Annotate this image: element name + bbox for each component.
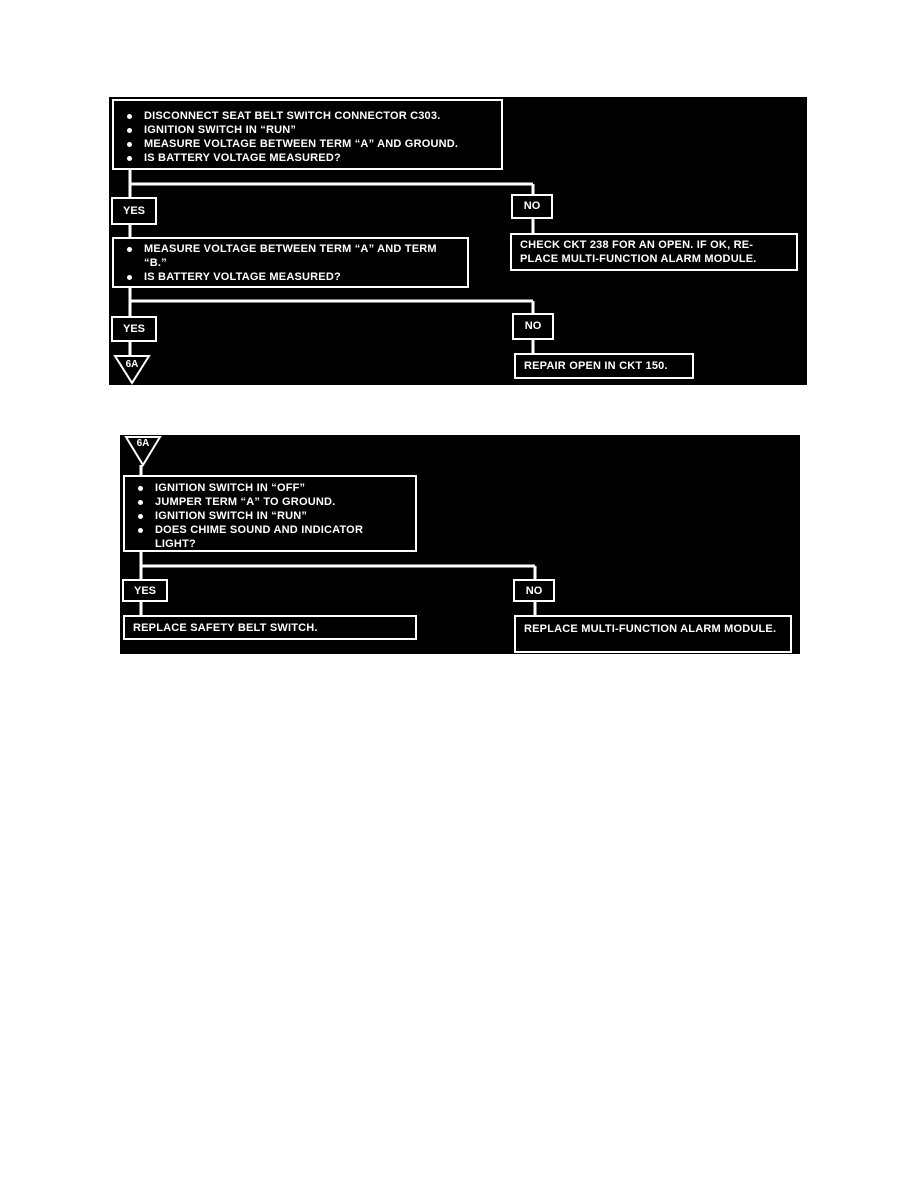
step-item: DOES CHIME SOUND AND INDICATOR LIGHT? (133, 523, 407, 551)
connector-label: 6A (125, 359, 139, 370)
no-label: NO (511, 194, 553, 219)
off-page-connector-6a (124, 436, 162, 467)
step-box-3: IGNITION SWITCH IN “OFF” JUMPER TERM “A”… (123, 475, 417, 552)
step-item: IGNITION SWITCH IN “RUN” (133, 509, 407, 523)
flowchart-panel-1: DISCONNECT SEAT BELT SWITCH CONNECTOR C3… (109, 97, 807, 385)
step-item: IGNITION SWITCH IN “RUN” (122, 123, 493, 137)
result-text: REPAIR OPEN IN CKT 150. (524, 360, 668, 372)
result-box-repair-open: REPAIR OPEN IN CKT 150. (514, 353, 694, 379)
step-item: DISCONNECT SEAT BELT SWITCH CONNECTOR C3… (122, 109, 493, 123)
yes-label: YES (111, 197, 157, 225)
step-box-2: MEASURE VOLTAGE BETWEEN TERM “A” AND TER… (112, 237, 469, 288)
step-item: IS BATTERY VOLTAGE MEASURED? (122, 270, 459, 284)
result-box-replace-alarm-module: REPLACE MULTI-FUNCTION ALARM MODULE. (514, 615, 792, 653)
off-page-connector-6a (113, 355, 151, 385)
step-item: MEASURE VOLTAGE BETWEEN TERM “A” AND TER… (122, 242, 459, 270)
yes-label: YES (122, 579, 168, 602)
step-item: MEASURE VOLTAGE BETWEEN TERM “A” AND GRO… (122, 137, 493, 151)
step-item: IGNITION SWITCH IN “OFF” (133, 481, 407, 495)
no-label: NO (513, 579, 555, 602)
step-box-1: DISCONNECT SEAT BELT SWITCH CONNECTOR C3… (112, 99, 503, 170)
connector-lines-1 (113, 170, 535, 385)
result-box-check-ckt-238: CHECK CKT 238 FOR AN OPEN. IF OK, RE-PLA… (510, 233, 798, 271)
step-item: JUMPER TERM “A” TO GROUND. (133, 495, 407, 509)
connector-label: 6A (136, 438, 150, 449)
result-text: REPLACE SAFETY BELT SWITCH. (133, 622, 318, 634)
result-text: CHECK CKT 238 FOR AN OPEN. IF OK, RE-PLA… (520, 239, 757, 265)
yes-label: YES (111, 316, 157, 342)
step-item: IS BATTERY VOLTAGE MEASURED? (122, 151, 493, 165)
connector-lines-2 (124, 436, 537, 615)
result-text: REPLACE MULTI-FUNCTION ALARM MODULE. (524, 623, 777, 635)
no-label: NO (512, 313, 554, 340)
result-box-replace-belt-switch: REPLACE SAFETY BELT SWITCH. (123, 615, 417, 640)
flowchart-panel-2: 6A IGNITION SWITCH IN “OFF” JUMPER TERM … (120, 435, 800, 654)
